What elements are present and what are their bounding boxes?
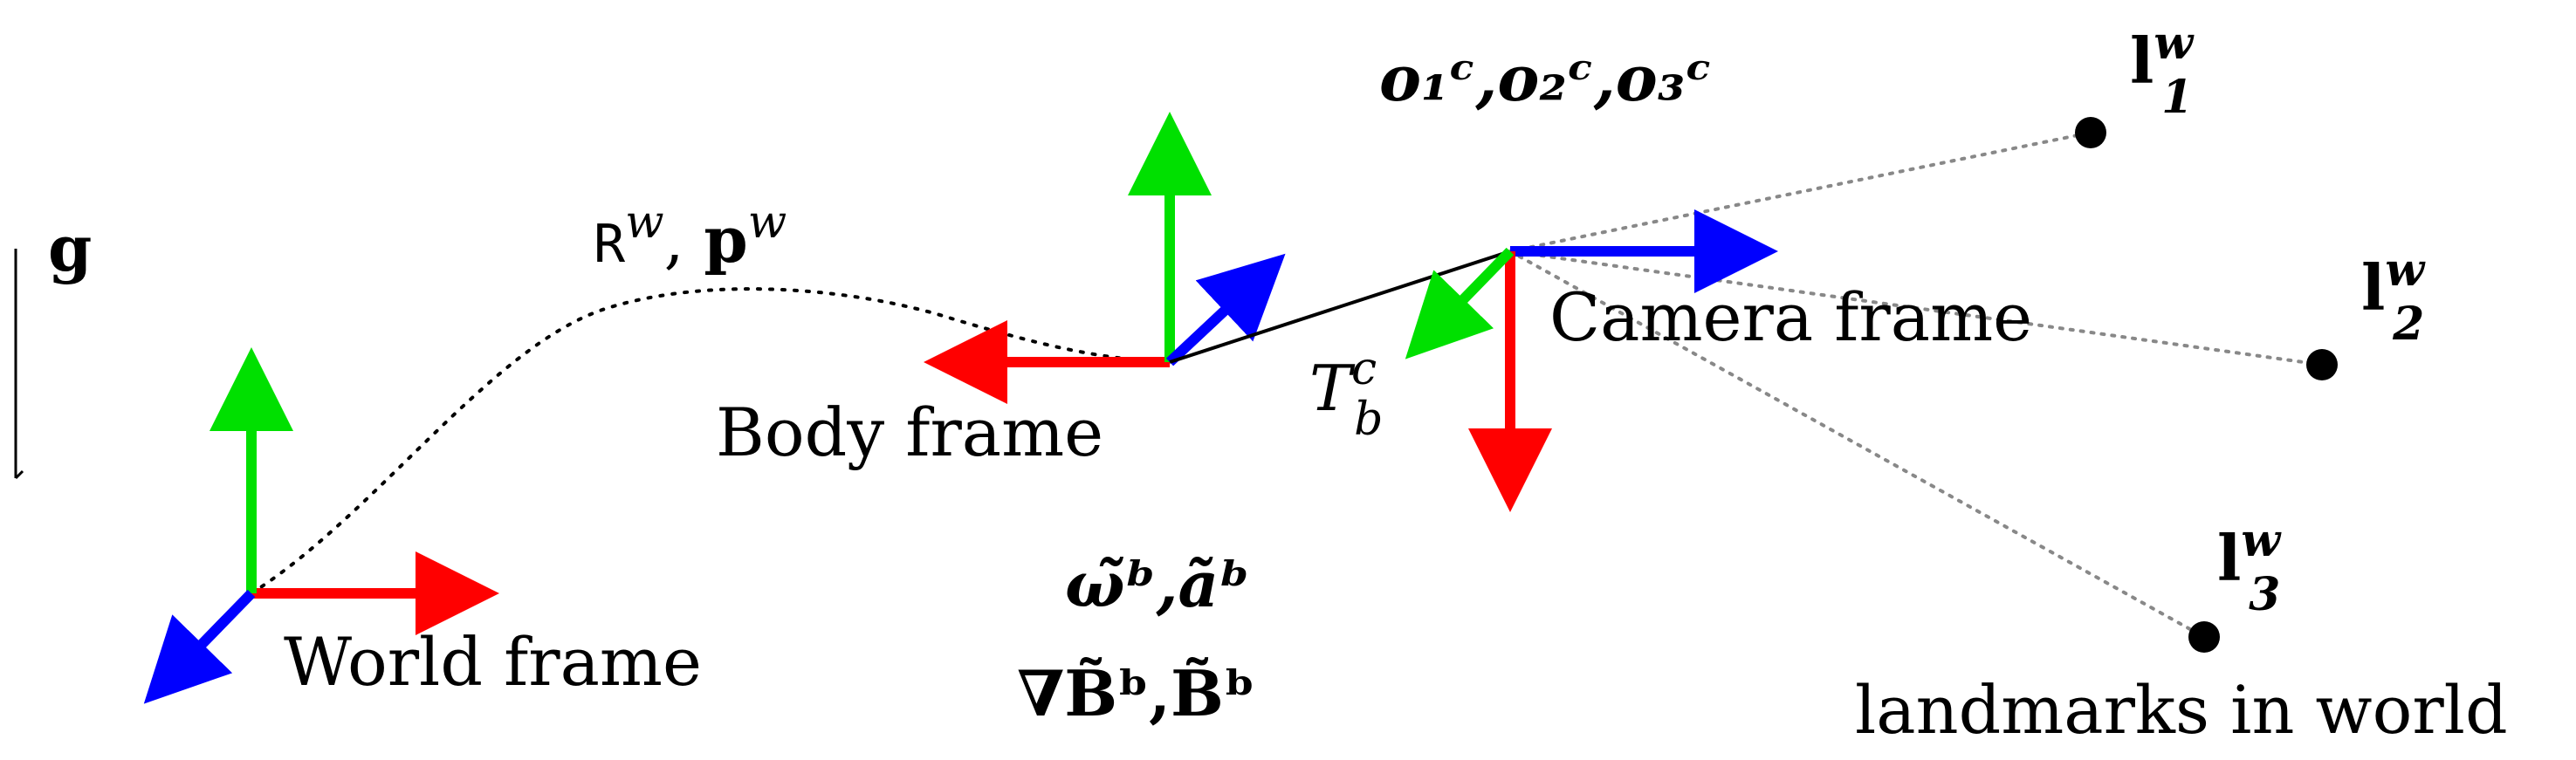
world-z-axis [143,589,256,704]
landmarks-label: landmarks in world [1855,671,2508,749]
pose-label: Rw, pw [594,196,787,277]
svg-text:lw2: lw2 [2361,243,2426,351]
world-frame-label: World frame [284,623,702,701]
body-frame-axes [924,112,1286,404]
svg-text:lw3: lw3 [2217,514,2282,621]
sight-lines [1508,131,2324,639]
imu-measurements-line2: ∇B̃ᵇ,B̃ᵇ [1017,656,1255,730]
svg-text:lw1: lw1 [2130,17,2195,124]
gravity-label: g [48,211,92,285]
extrinsic-link [1169,250,1511,364]
body-frame-label: Body frame [716,394,1103,471]
gravity-indicator: g [14,211,92,480]
imu-measurements-line1: ω̃ᵇ,ãᵇ [1065,547,1250,621]
body-z-axis [1165,253,1286,366]
camera-x-axis [1405,247,1515,359]
trajectory-curve [250,287,1171,595]
camera-frame-label: Camera frame [1549,278,2032,356]
observations-label: o₁ᶜ,o₂ᶜ,o₃ᶜ [1379,41,1712,115]
camera-frame-axes [1405,209,1778,512]
world-frame-axes [143,347,499,704]
